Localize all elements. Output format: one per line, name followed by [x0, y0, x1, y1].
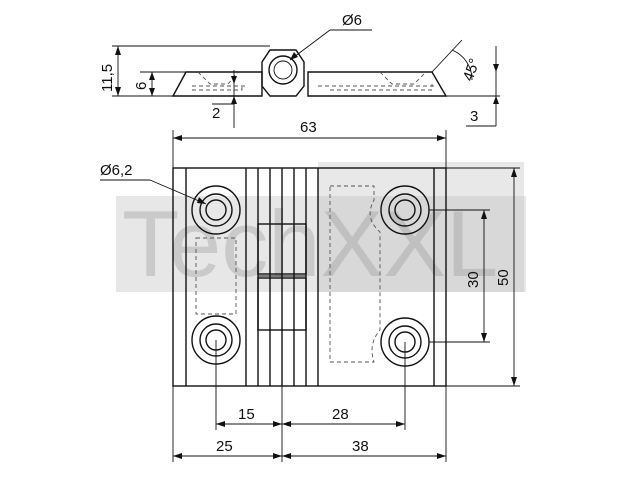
- arrow: [273, 421, 282, 427]
- arrow: [231, 76, 237, 84]
- top-view-pin: [268, 55, 298, 85]
- dim-left-hole-to-axis: 15: [238, 406, 255, 423]
- arrow: [493, 96, 499, 104]
- dim-countersink-depth: 2: [212, 105, 220, 122]
- arrow: [149, 72, 155, 80]
- arrow: [115, 87, 121, 96]
- arrow: [197, 197, 206, 204]
- right-hidden-slot: [329, 185, 381, 363]
- hole-top-left: [191, 185, 241, 235]
- angle-arc: [451, 49, 473, 81]
- watermark-text: TechXXL: [122, 191, 498, 296]
- front-view-outline: [172, 167, 447, 387]
- dim-pin-diameter: Ø6: [342, 12, 362, 29]
- dim-left-leaf-width: 25: [216, 438, 233, 455]
- arrow: [149, 88, 155, 96]
- dim-width-total: 63: [300, 119, 317, 136]
- arrow: [216, 421, 225, 427]
- arrow: [173, 453, 182, 459]
- arrow: [290, 52, 298, 60]
- leader-line: [149, 179, 207, 205]
- knuckle-segment-2: [257, 277, 307, 331]
- angle-line: [431, 39, 463, 73]
- top-view: 11,5 6 Ø6 45° 2 3: [99, 12, 500, 128]
- dim-leaf-thickness: 3: [470, 108, 478, 125]
- arrow: [493, 64, 499, 72]
- arrow: [511, 168, 517, 177]
- arrow: [282, 421, 291, 427]
- arrow: [231, 96, 237, 104]
- top-view-leaf-right: [307, 71, 448, 97]
- arrow: [115, 46, 121, 55]
- dim-hole-diameter: Ø6,2: [100, 162, 133, 179]
- dim-axis-to-right-hole: 28: [332, 406, 349, 423]
- top-view-countersink-right: [330, 71, 433, 91]
- dim-hole-spacing-vertical: 30: [465, 271, 482, 288]
- arrow: [437, 135, 446, 141]
- top-view-pin-inner: [273, 60, 293, 80]
- left-hidden-slot: [195, 237, 237, 315]
- dim-height-total: 50: [495, 269, 512, 286]
- arrow: [282, 453, 291, 459]
- arrow: [173, 135, 182, 141]
- arrow: [396, 421, 405, 427]
- knuckle-segment-1: [257, 223, 307, 275]
- arrow: [273, 453, 282, 459]
- dim-leaf-height: 6: [133, 82, 150, 90]
- front-view: 63 Ø6,2 50 30 15 28: [100, 119, 520, 462]
- leader-line: [289, 29, 331, 61]
- arrow: [481, 333, 487, 342]
- dim-chamfer-angle: 45°: [460, 56, 484, 83]
- dim-overall-height: 11,5: [99, 64, 116, 92]
- arrow: [481, 210, 487, 219]
- arrow: [511, 377, 517, 386]
- watermark-band: [116, 196, 526, 292]
- dim-right-leaf-width: 38: [352, 438, 369, 455]
- arrow: [437, 453, 446, 459]
